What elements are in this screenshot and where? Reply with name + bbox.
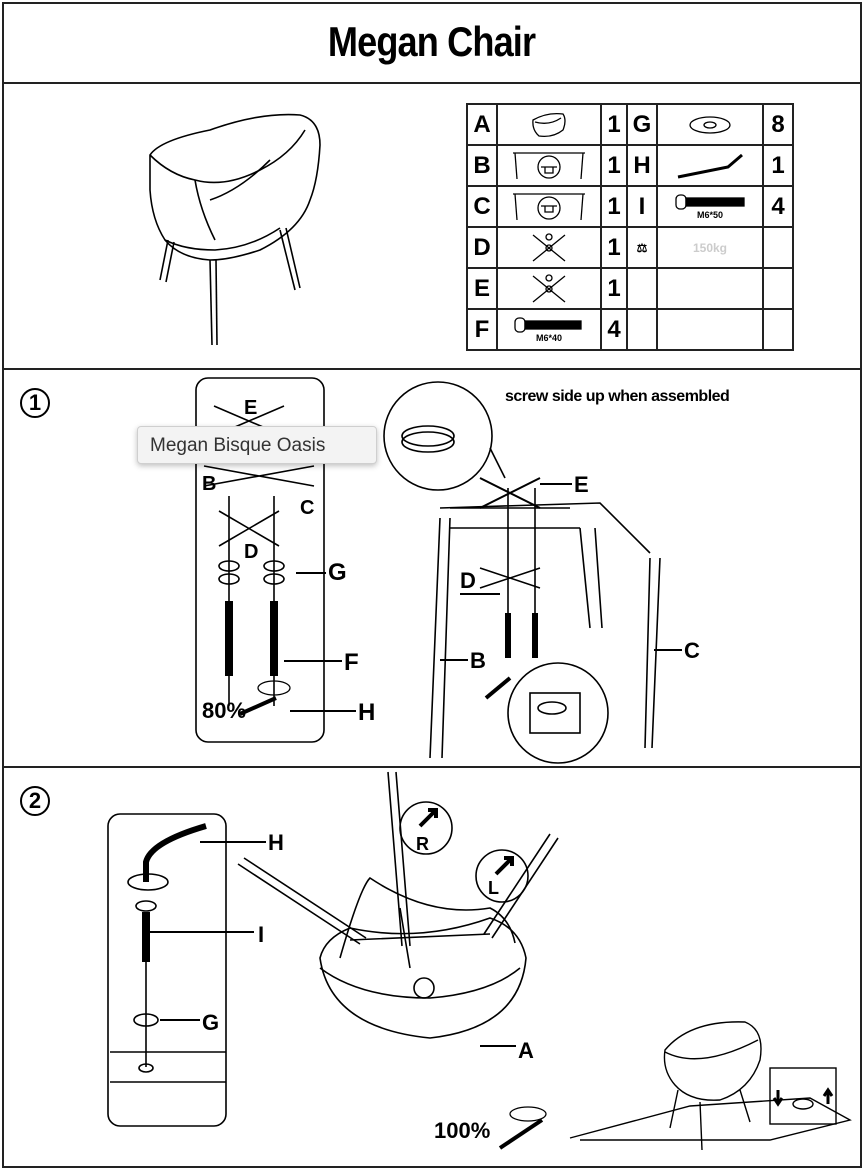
- parts-row: F M6*40 4: [466, 308, 794, 351]
- page-title: Megan Chair: [328, 18, 536, 65]
- step-2-detail-diagram: [107, 813, 227, 1127]
- allen-key-icon: [656, 144, 764, 187]
- label-g: G: [202, 1010, 219, 1035]
- parts-section: [2, 84, 862, 370]
- step-1-section: [2, 370, 862, 768]
- part-qty: 8: [762, 103, 794, 146]
- step-1-frame-diagram: [383, 381, 661, 764]
- part-letter: H: [626, 144, 658, 187]
- label-h: H: [358, 699, 375, 726]
- label-d2: D: [460, 568, 476, 593]
- empty-cell: [626, 308, 658, 351]
- parts-row: B 1 H 1: [466, 144, 794, 187]
- part-letter: E: [466, 267, 498, 310]
- step-1-caption: screw side up when assembled: [505, 388, 730, 405]
- parts-row: A 1 G 8: [466, 103, 794, 146]
- step-1-detail-diagram: [195, 377, 325, 743]
- step-1-label-g: G: [296, 559, 347, 586]
- label-e: E: [244, 397, 257, 419]
- part-letter: D: [466, 226, 498, 269]
- label-h: H: [268, 830, 284, 855]
- empty-cell: [762, 308, 794, 351]
- step-2-finished-chair: [569, 1021, 852, 1151]
- part-letter: A: [466, 103, 498, 146]
- part-qty: 1: [600, 267, 628, 310]
- step-2-number: 2: [20, 786, 50, 816]
- step-1-number: 1: [20, 388, 50, 418]
- step-1-label-c: C: [300, 497, 314, 519]
- part-letter: G: [626, 103, 658, 146]
- step-1-label-e2: E: [540, 472, 589, 497]
- label-a: A: [518, 1038, 534, 1063]
- parts-table: A 1 G 8 B 1 H 1 C 1 I M6*50 4: [466, 103, 794, 351]
- part-qty-empty: [762, 226, 794, 269]
- label-c2: C: [684, 638, 700, 663]
- step-2-label-h: H: [200, 830, 284, 855]
- step-1-label-b2: B: [440, 648, 486, 673]
- weight-icon: ⚖: [626, 226, 658, 269]
- part-letter: I: [626, 185, 658, 228]
- label-l: L: [488, 878, 499, 898]
- part-qty: 4: [600, 308, 628, 351]
- torque-label: 100%: [434, 1118, 490, 1143]
- rotate-r-icon: R: [399, 801, 453, 855]
- bolt-spec: M6*50: [696, 210, 723, 220]
- label-i: I: [258, 922, 264, 947]
- leg-frame-icon: [496, 144, 602, 187]
- cross-bracket-icon: [496, 267, 602, 310]
- leg-frame-icon: [496, 185, 602, 228]
- label-e2: E: [574, 472, 589, 497]
- bolt-spec: M6*40: [535, 333, 562, 343]
- parts-row: D 1 ⚖ 150kg: [466, 226, 794, 269]
- label-g: G: [328, 559, 347, 586]
- empty-cell: [656, 267, 764, 310]
- step-1-label-f: F: [284, 649, 359, 676]
- weight-limit-text: 150kg: [692, 240, 728, 255]
- title-bar: Megan Chair: [2, 2, 862, 84]
- step-1-label-d: D: [244, 541, 258, 563]
- tooltip: Megan Bisque Oasis: [137, 426, 377, 464]
- parts-row: E 1: [466, 267, 794, 310]
- step-2-label-i: I: [150, 922, 264, 947]
- part-qty: 4: [762, 185, 794, 228]
- bolt-icon: M6*40: [496, 308, 602, 351]
- torque-label: 80%: [202, 698, 246, 723]
- part-qty: 1: [600, 103, 628, 146]
- label-b: B: [202, 473, 216, 495]
- bolt-icon: M6*50: [656, 185, 764, 228]
- part-qty: 1: [600, 226, 628, 269]
- weight-limit: 150kg: [656, 226, 764, 269]
- rotate-l-icon: L: [475, 849, 529, 903]
- washer-icon: [656, 103, 764, 146]
- part-letter: C: [466, 185, 498, 228]
- step-1-label-e: E: [244, 397, 257, 419]
- step-1-torque: 80%: [202, 698, 246, 723]
- label-f: F: [344, 649, 359, 676]
- step-1-label-d2: D: [460, 568, 500, 595]
- empty-cell: [656, 308, 764, 351]
- step-2-label-a: A: [480, 1038, 534, 1063]
- empty-cell: [626, 267, 658, 310]
- label-c: C: [300, 497, 314, 519]
- step-1-label-h: H: [290, 699, 375, 726]
- step-2-torque: 100%: [434, 1106, 547, 1150]
- step-2-label-g: G: [160, 1010, 219, 1035]
- step-2-chair-diagram: [237, 771, 559, 1039]
- part-qty: 1: [600, 144, 628, 187]
- cross-bracket-icon: [496, 226, 602, 269]
- label-b2: B: [470, 648, 486, 673]
- empty-cell: [762, 267, 794, 310]
- seat-icon: [496, 103, 602, 146]
- chair-illustration: [149, 113, 321, 346]
- step-1-label-b: B: [202, 473, 216, 495]
- part-letter: F: [466, 308, 498, 351]
- step-1-label-c2: C: [654, 638, 700, 663]
- part-letter: B: [466, 144, 498, 187]
- parts-row: C 1 I M6*50 4: [466, 185, 794, 228]
- label-d: D: [244, 541, 258, 563]
- part-qty: 1: [762, 144, 794, 187]
- label-r: R: [416, 834, 429, 854]
- part-qty: 1: [600, 185, 628, 228]
